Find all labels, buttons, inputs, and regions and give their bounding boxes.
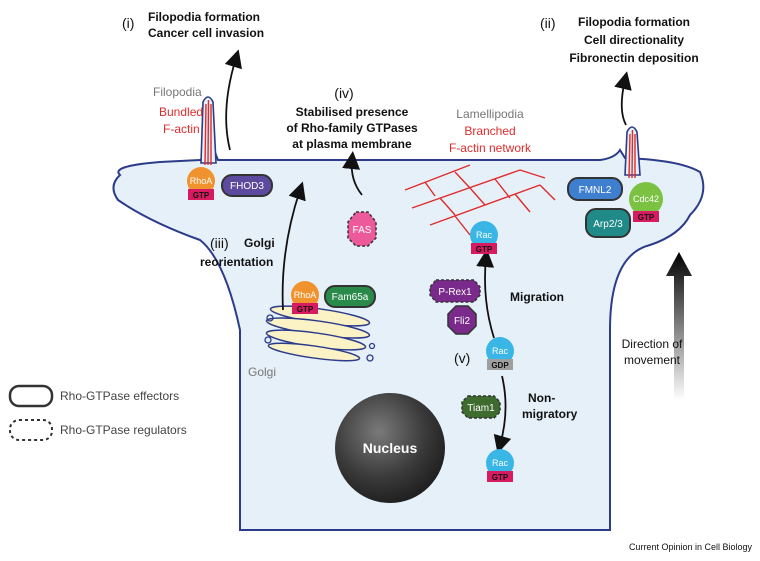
- fam65a-label: Fam65a: [332, 292, 369, 303]
- fam65a-effector: Fam65a: [324, 285, 376, 308]
- arrow-migration: [476, 249, 495, 339]
- arp23-effector: Arp2/3: [585, 208, 631, 238]
- annotation-i-line1: Filopodia formation: [148, 10, 260, 24]
- migration-label: Migration: [510, 290, 564, 304]
- gtp-label: GTP: [297, 305, 314, 314]
- arrow-ii: [614, 71, 632, 126]
- annotation-iii-number: (iii): [210, 235, 229, 251]
- arrow-non-migratory: [493, 375, 512, 454]
- annotation-ii-number: (ii): [540, 15, 556, 31]
- rac-gtp-non-migratory: Rac GTP: [486, 449, 514, 482]
- prex1-label: P-Rex1: [438, 287, 472, 298]
- bundled-f-actin-right: [628, 129, 636, 179]
- non-migratory-label-2: migratory: [522, 407, 578, 421]
- annotation-iv-line1: Stabilised presence: [296, 105, 409, 119]
- rhoa-label: RhoA: [190, 176, 213, 186]
- annotation-iii-line2: reorientation: [200, 255, 273, 269]
- rhoa-label: RhoA: [294, 290, 317, 300]
- bundled-f-actin-label-1: Bundled: [159, 105, 203, 119]
- rac-gdp: Rac GDP: [486, 337, 514, 370]
- rac-gtp-lamellipodia: Rac GTP: [470, 221, 498, 254]
- rac-label: Rac: [492, 346, 509, 356]
- lamellipodia-label: Lamellipodia: [456, 107, 524, 121]
- gtp-label: GTP: [476, 245, 493, 254]
- cdc42-label: Cdc42: [633, 194, 659, 204]
- annotation-ii-line2: Cell directionality: [584, 33, 684, 47]
- annotation-ii-line1: Filopodia formation: [578, 15, 690, 29]
- rhoa-gtp-golgi: RhoA GTP: [291, 281, 319, 314]
- arrow-iv: [342, 151, 363, 196]
- branched-f-actin-network: [404, 164, 556, 236]
- bundled-f-actin-left: [204, 99, 212, 166]
- tiam1-label: Tiam1: [467, 403, 495, 414]
- footer-credit: Current Opinion in Cell Biology: [629, 542, 753, 552]
- golgi-label: Golgi: [248, 365, 276, 379]
- fli2-label: Fli2: [454, 316, 471, 327]
- prex1-regulator: P-Rex1: [429, 279, 481, 303]
- annotation-v-number: (v): [454, 350, 470, 366]
- annotation-i-line2: Cancer cell invasion: [148, 26, 264, 40]
- filopodia-label: Filopodia: [153, 85, 202, 99]
- arp23-label: Arp2/3: [593, 219, 623, 230]
- legend: Rho-GTPase effectors Rho-GTPase regulato…: [8, 384, 187, 441]
- legend-regulators-label: Rho-GTPase regulators: [60, 423, 187, 437]
- annotation-iv-number: (iv): [334, 85, 353, 101]
- legend-effectors-label: Rho-GTPase effectors: [60, 389, 179, 403]
- fhod3-label: FHOD3: [230, 181, 264, 192]
- fmnl2-effector: FMNL2: [567, 177, 623, 201]
- direction-label-2: movement: [624, 353, 681, 367]
- direction-label-1: Direction of: [622, 337, 683, 351]
- cdc42-gtp: Cdc42 GTP: [629, 182, 663, 222]
- rhoa-gtp-membrane: RhoA GTP: [187, 167, 215, 200]
- rac-label: Rac: [492, 458, 509, 468]
- branched-label-1: Branched: [464, 124, 515, 138]
- gtp-label: GTP: [193, 191, 210, 200]
- branched-label-2: F-actin network: [449, 141, 532, 155]
- arrow-iii: [281, 181, 306, 311]
- fhod3-effector: FHOD3: [221, 174, 273, 197]
- legend-regulator-symbol: [9, 419, 53, 441]
- rac-label: Rac: [476, 230, 493, 240]
- gtp-label: GTP: [492, 473, 509, 482]
- gdp-label: GDP: [491, 361, 509, 370]
- fmnl2-label: FMNL2: [579, 185, 612, 196]
- nucleus: [335, 393, 445, 503]
- legend-effector-symbol: [8, 384, 54, 408]
- nucleus-label: Nucleus: [363, 440, 418, 456]
- tiam1-regulator: Tiam1: [461, 395, 501, 419]
- direction-arrow: [666, 252, 692, 400]
- arrow-i: [224, 49, 242, 151]
- golgi-vesicles: [264, 314, 376, 362]
- non-migratory-label-1: Non-: [528, 391, 555, 405]
- fli2-regulator: Fli2: [447, 305, 477, 335]
- annotation-ii-line3: Fibronectin deposition: [569, 51, 698, 65]
- annotation-iv-line2: of Rho-family GTPases: [286, 121, 418, 135]
- fas-label: FAS: [353, 225, 372, 236]
- annotation-iv-line3: at plasma membrane: [292, 137, 412, 151]
- annotation-i-number: (i): [122, 15, 134, 31]
- bundled-f-actin-label-2: F-actin: [163, 122, 200, 136]
- gtp-label: GTP: [638, 213, 655, 222]
- fas-regulator: FAS: [347, 211, 377, 247]
- annotation-iii-line1: Golgi: [244, 236, 275, 250]
